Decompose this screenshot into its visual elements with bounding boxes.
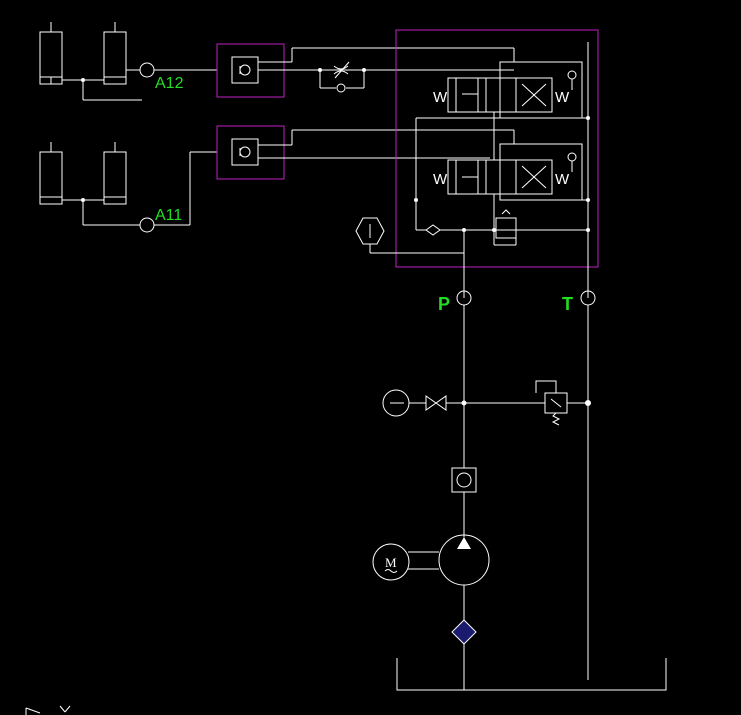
- check-valve-module-a11: [216, 125, 514, 180]
- electric-motor: M: [372, 543, 410, 581]
- spring-left-upper: W: [433, 89, 448, 106]
- tank: [396, 658, 667, 691]
- port-p: P: [438, 290, 472, 314]
- directional-valve-lower: W W: [433, 143, 583, 201]
- spring-right-upper: W: [555, 89, 570, 106]
- suction-filter: [451, 619, 477, 690]
- cylinder-a12-left: [39, 22, 63, 85]
- port-t: T: [562, 290, 596, 314]
- ucs-icon: [25, 705, 71, 715]
- manifold-pressure-gauge: [355, 217, 464, 254]
- port-a11-gauge-point: [139, 217, 155, 233]
- throttle-check-valve: [318, 61, 448, 93]
- gauge-shutoff-valve: [425, 395, 464, 411]
- cylinder-a12-right: [103, 22, 127, 85]
- system-pressure-gauge: [382, 389, 426, 417]
- port-a12-gauge-point: [139, 62, 155, 78]
- cylinder-a11-right: [103, 142, 127, 205]
- spring-left-lower: W: [433, 171, 448, 188]
- check-valve-module-a12: [216, 43, 514, 98]
- spring-right-lower: W: [555, 171, 570, 188]
- system-relief-valve: [535, 380, 588, 426]
- port-a11-label: A11: [155, 207, 182, 224]
- motor-label: M: [385, 555, 397, 570]
- directional-valve-upper: W W: [433, 61, 583, 119]
- port-p-label: P: [438, 294, 450, 314]
- hydraulic-pump: [438, 534, 490, 622]
- cylinder-a11-left: [39, 142, 63, 205]
- port-t-label: T: [562, 294, 573, 314]
- valve-manifold-frame: [395, 29, 599, 268]
- motor-coupling: [408, 551, 439, 570]
- port-a12-label: A12: [155, 75, 184, 92]
- cylinder-group-a12: A12: [39, 22, 217, 101]
- pump-check-valve: [451, 467, 477, 537]
- manifold-internal-lines: [414, 42, 590, 298]
- cylinder-group-a11: A11: [39, 142, 217, 233]
- manifold-relief-valve: [495, 217, 517, 239]
